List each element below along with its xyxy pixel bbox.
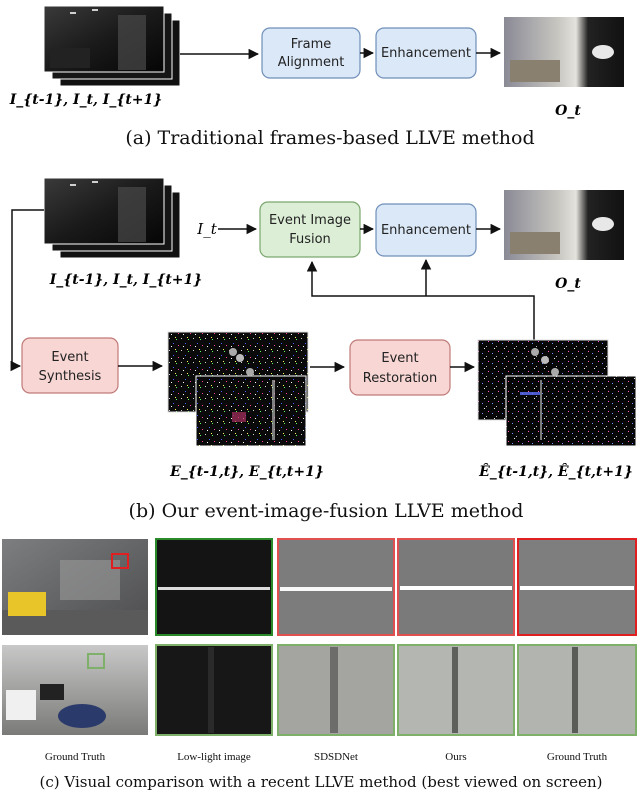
events-label: E_{t-1,t}, E_{t,t+1}: [169, 464, 324, 480]
crop-gt-2: [517, 644, 637, 736]
fusion-line1: Event Image: [269, 213, 351, 228]
gt-scene-2: [2, 645, 148, 735]
crop-low-light-2: [155, 644, 273, 736]
crop-gt-1: [517, 538, 637, 636]
gt-scene-1: [2, 539, 148, 635]
gt-crop-red: [111, 553, 129, 569]
synthesis-line2: Synthesis: [39, 369, 102, 384]
frame-alignment-line1: Frame: [291, 37, 332, 52]
event-image-fusion-box: [259, 201, 361, 258]
caption-a: (a) Traditional frames-based LLVE method: [125, 127, 534, 149]
label-sdsdnet: SDSDNet: [314, 751, 358, 763]
synthesis-line1: Event: [51, 350, 88, 365]
panel-a: I_{t-1}, I_t, I_{t+1} Frame Alignment En…: [9, 5, 624, 149]
caption-c: (c) Visual comparison with a recent LLVE…: [40, 773, 603, 791]
label-gt-crop: Ground Truth: [547, 751, 608, 763]
input-frames-a: [43, 5, 181, 87]
label-low-light: Low-light image: [177, 751, 251, 763]
output-frame-a: [504, 17, 624, 87]
input-label-b: I_{t-1}, I_t, I_{t+1}: [49, 272, 203, 288]
enhancement-label-b: Enhancement: [381, 223, 471, 238]
restoration-line1: Event: [381, 351, 418, 366]
output-label-a: O_t: [555, 103, 581, 119]
events-hat-label: Ê_{t-1,t}, Ê_{t,t+1}: [478, 462, 633, 480]
restored-event-frames: [477, 339, 637, 447]
crop-sdsdnet-1: [277, 538, 395, 636]
input-label-a: I_{t-1}, I_t, I_{t+1}: [9, 92, 163, 108]
panel-b: I_{t-1}, I_t, I_{t+1} I_t Event Image Fu…: [10, 177, 637, 522]
restoration-line2: Restoration: [363, 371, 437, 386]
event-restoration-box: [349, 339, 451, 396]
crop-low-light-1: [155, 538, 273, 636]
input-frames-b: [43, 177, 181, 259]
event-frames: [167, 331, 309, 447]
label-ours: Ours: [445, 751, 466, 763]
frame-alignment-line2: Alignment: [278, 55, 345, 70]
gt-crop-green: [87, 653, 105, 669]
label-gt-scene: Ground Truth: [45, 751, 106, 763]
fusion-line2: Fusion: [289, 232, 331, 247]
arrow-to-synthesis: [10, 209, 44, 372]
crop-ours-1: [397, 538, 515, 636]
crop-ours-2: [397, 644, 515, 736]
enhancement-box-b: [375, 203, 477, 257]
mid-input-label: I_t: [196, 220, 217, 238]
panel-c: Ground Truth Low-light image SDSDNet Our…: [2, 538, 637, 791]
caption-b: (b) Our event-image-fusion LLVE method: [129, 500, 524, 522]
output-frame-b: [504, 190, 624, 260]
arrow-feedback-fusion: [306, 260, 535, 340]
output-label-b: O_t: [555, 276, 581, 292]
enhancement-label-a: Enhancement: [381, 46, 471, 61]
event-synthesis-box: [21, 337, 119, 394]
crop-sdsdnet-2: [277, 644, 395, 736]
frame-alignment-box: [261, 27, 361, 79]
